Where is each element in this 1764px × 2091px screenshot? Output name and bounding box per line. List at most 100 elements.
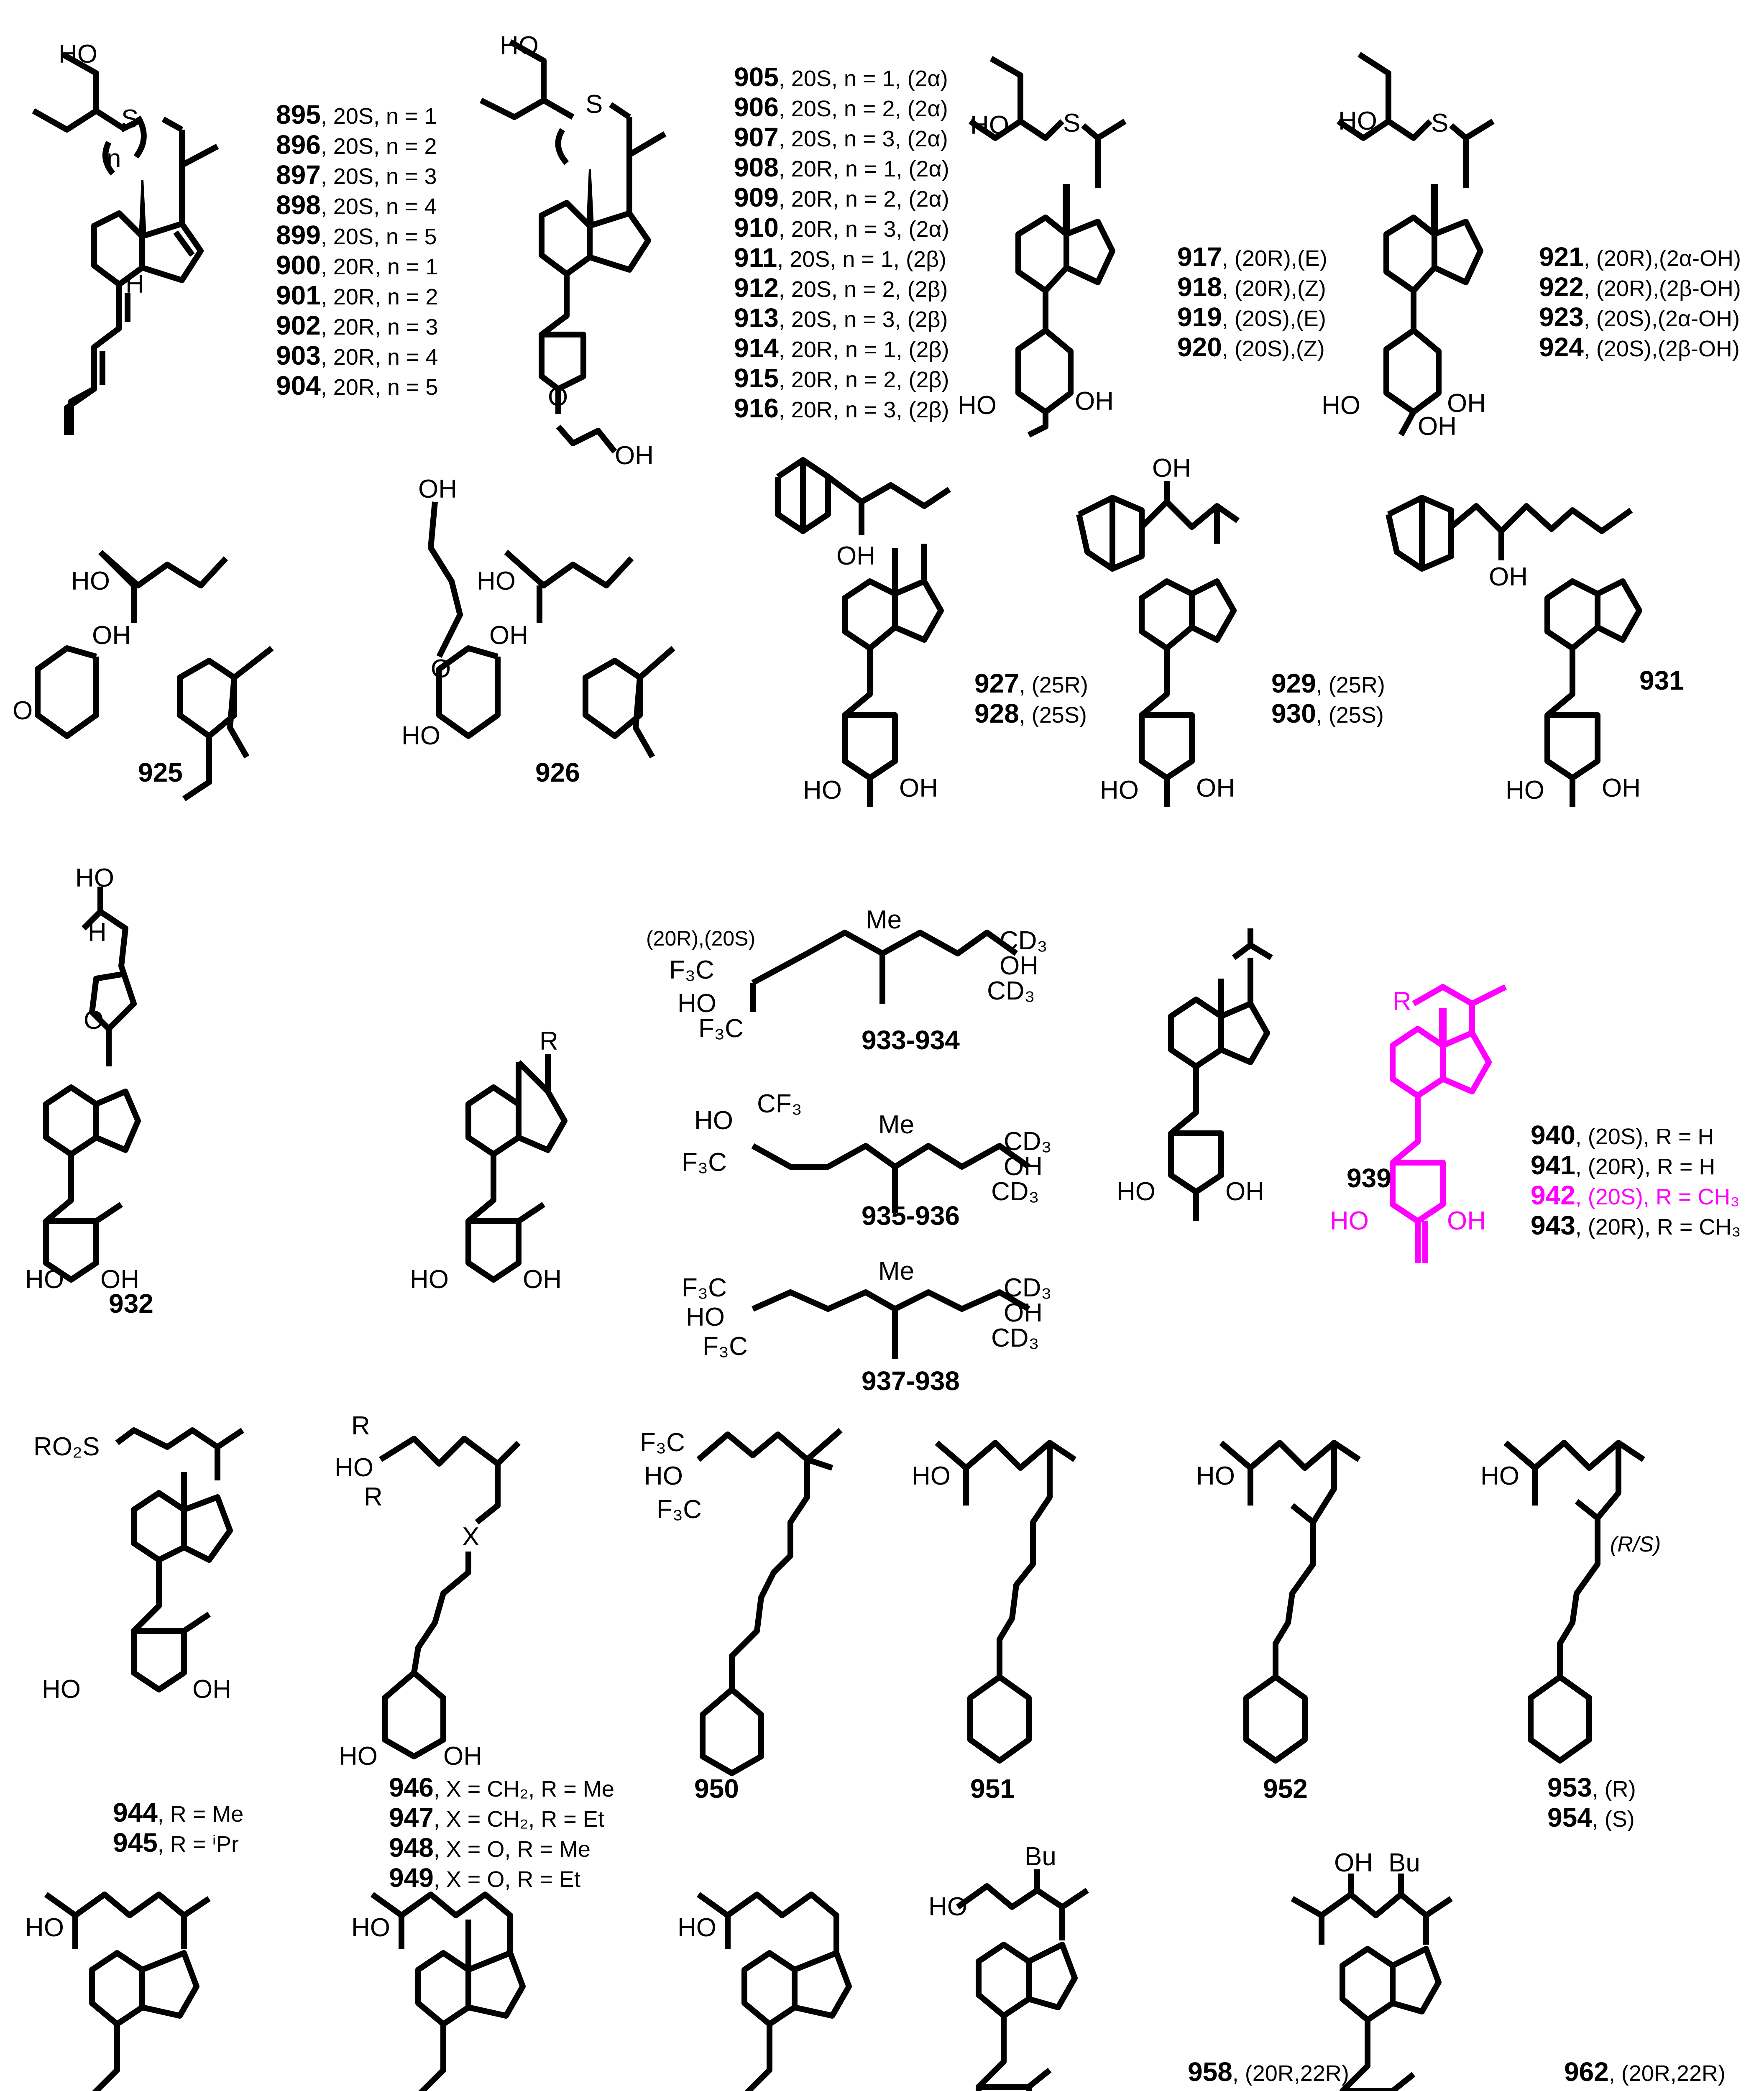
compound-descriptor: , 20S, n = 5	[320, 224, 437, 249]
compound-number: 963	[1564, 2087, 1609, 2091]
svg-text:OH: OH	[1447, 389, 1486, 418]
compound-label-943: 943, (20R), R = CH₃	[1531, 1211, 1741, 1241]
svg-text:HO: HO	[677, 989, 716, 1018]
compound-label-911: 911, 20S, n = 1, (2β)	[734, 243, 949, 274]
caption-951: 951	[970, 1774, 1015, 1804]
compound-label-914: 914, 20R, n = 1, (2β)	[734, 334, 949, 364]
compound-descriptor: , (25R)	[1316, 672, 1385, 698]
compound-label-949: 949, X = O, R = Et	[389, 1863, 614, 1894]
compound-label-916: 916, 20R, n = 3, (2β)	[734, 394, 949, 424]
svg-text:CD₃: CD₃	[1004, 1273, 1052, 1302]
compound-label-921: 921, (20R),(2α-OH)	[1539, 243, 1741, 273]
compound-descriptor: , (25R)	[1019, 672, 1088, 698]
svg-text:HO: HO	[958, 391, 997, 420]
compound-descriptor: , 20S, n = 1, (2β)	[777, 247, 947, 272]
svg-text:OH: OH	[1447, 1207, 1486, 1235]
structure-952: HO	[1196, 1440, 1361, 1764]
svg-text:HO: HO	[912, 1462, 951, 1490]
compound-label-902: 902, 20R, n = 3	[276, 311, 438, 341]
svg-text:S: S	[585, 90, 603, 119]
compound-descriptor: , (20R),(Z)	[1222, 276, 1326, 301]
compound-label-945: 945, R = ⁱPr	[113, 1828, 243, 1858]
svg-text:HO: HO	[410, 1265, 449, 1294]
compound-label-946: 946, X = CH₂, R = Me	[389, 1773, 614, 1803]
compound-label-906: 906, 20S, n = 2, (2α)	[734, 93, 949, 123]
compound-descriptor: , 20S, n = 1, (2α)	[778, 66, 948, 91]
svg-text:F₃C: F₃C	[698, 1014, 744, 1043]
compound-label-897: 897, 20S, n = 3	[276, 161, 438, 191]
compound-descriptor: , (20R), R = CH₃	[1575, 1214, 1741, 1240]
compound-descriptor: , 20R, n = 3	[320, 314, 438, 340]
compound-label-907: 907, 20S, n = 3, (2α)	[734, 123, 949, 153]
label-group-g958: 958, (20R,22R)959, (20S,22R)960, (20R,22…	[1188, 2058, 1349, 2091]
compound-label-904: 904, 20R, n = 5	[276, 371, 438, 401]
compound-label-905: 905, 20S, n = 1, (2α)	[734, 63, 949, 93]
compound-number: 897	[276, 160, 321, 190]
compound-descriptor: , 20S, n = 1	[320, 104, 437, 129]
svg-text:R: R	[364, 1483, 383, 1511]
structure-895-904: HO S n H	[32, 40, 219, 435]
svg-text:HO: HO	[677, 1913, 716, 1942]
compound-descriptor: , (20R),(2α-OH)	[1583, 246, 1741, 271]
label-group-g927: 927, (25R)928, (25S)	[974, 669, 1088, 729]
compound-descriptor: , R = Me	[157, 1802, 244, 1827]
svg-text:H: H	[88, 918, 107, 947]
label-group-g3: 917, (20R),(E)918, (20R),(Z)919, (20S),(…	[1177, 243, 1327, 363]
svg-text:Me: Me	[878, 1257, 914, 1286]
svg-text:HO: HO	[1100, 776, 1139, 805]
compound-number: 920	[1177, 332, 1222, 362]
compound-descriptor: , (20R), R = H	[1575, 1154, 1715, 1179]
svg-text:O: O	[431, 654, 451, 683]
compound-label-927: 927, (25R)	[974, 669, 1088, 699]
compound-number: 929	[1271, 668, 1316, 698]
svg-text:n: n	[107, 144, 121, 173]
structure-929-930: OH HO OH	[1076, 454, 1240, 807]
compound-label-895: 895, 20S, n = 1	[276, 100, 438, 130]
compound-number: 899	[276, 220, 321, 250]
compound-number: 909	[734, 182, 779, 212]
svg-text:HO: HO	[1196, 1462, 1235, 1490]
compound-number: 908	[734, 152, 779, 182]
structure-905-916: HO S O OH	[479, 31, 667, 470]
structure-951: HO	[912, 1440, 1076, 1764]
caption-925: 925	[138, 757, 183, 787]
caption-939: 939	[1347, 1163, 1391, 1193]
svg-text:F₃C: F₃C	[640, 1428, 685, 1457]
compound-descriptor: , (20S), R = CH₃	[1575, 1184, 1740, 1209]
compound-descriptor: , (20R,22R)	[1608, 2061, 1726, 2086]
svg-text:S: S	[1063, 109, 1080, 138]
compound-descriptor: , R = ⁱPr	[157, 1832, 239, 1857]
side-chain-933-934: Me F₃C HO F₃C CD₃ OH CD₃	[669, 905, 1048, 1043]
structure-957: HO HO OH	[677, 1892, 852, 2091]
svg-text:OH: OH	[899, 774, 938, 803]
structure-956: HO HO OH	[351, 1892, 526, 2091]
svg-text:R: R	[351, 1411, 370, 1440]
svg-text:HO: HO	[1330, 1207, 1369, 1235]
compound-label-912: 912, 20S, n = 2, (2β)	[734, 274, 949, 304]
svg-text:Me: Me	[878, 1110, 914, 1139]
compound-number: 953	[1547, 1772, 1592, 1802]
compound-number: 903	[276, 340, 321, 371]
compound-descriptor: , 20S, n = 2, (2β)	[778, 277, 948, 302]
compound-number: 915	[734, 363, 779, 393]
label-group-g4: 921, (20R),(2α-OH)922, (20R),(2β-OH)923,…	[1539, 243, 1741, 363]
label-group-g953: 953, (R)954, (S)	[1547, 1773, 1636, 1833]
caption-937-938: 937-938	[862, 1366, 960, 1396]
structure-917-920: HO S HO OH	[958, 56, 1127, 438]
compound-descriptor: , (20R),(2β-OH)	[1583, 276, 1741, 301]
compound-label-924: 924, (20S),(2β-OH)	[1539, 333, 1741, 363]
compound-descriptor: , 20S, n = 3	[320, 164, 437, 189]
compound-label-963: 963, (20S,22R)	[1564, 2088, 1726, 2091]
svg-text:F₃C: F₃C	[669, 956, 714, 984]
svg-text:HO: HO	[1322, 391, 1360, 420]
compound-number: 895	[276, 100, 321, 130]
structure-932: HO H O HO OH	[25, 864, 141, 1294]
compound-label-899: 899, 20S, n = 5	[276, 221, 438, 251]
compound-number: 902	[276, 310, 321, 340]
structure-939: HO OH	[1117, 928, 1273, 1221]
svg-text:Bu: Bu	[1388, 1848, 1420, 1877]
svg-text:HO: HO	[75, 864, 114, 892]
compound-descriptor: , 20R, n = 2	[320, 284, 438, 309]
compound-number: 927	[974, 668, 1019, 698]
svg-text:HO: HO	[1480, 1462, 1519, 1490]
